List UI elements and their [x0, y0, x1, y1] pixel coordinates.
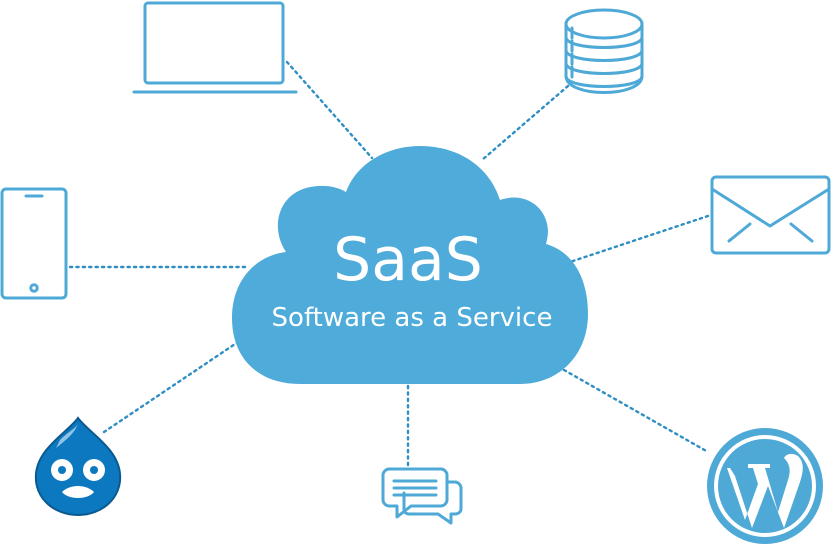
envelope-icon — [710, 175, 831, 255]
cloud-title: SaaS — [333, 225, 483, 295]
laptop-icon — [132, 1, 298, 94]
connector-drupal — [102, 340, 240, 434]
connector-laptop — [285, 60, 374, 160]
connector-database — [480, 84, 570, 162]
wordpress-logo-icon — [707, 428, 823, 544]
chat-bubbles-icon — [381, 467, 463, 525]
cloud-subtitle: Software as a Service — [272, 303, 553, 333]
drupal-logo-icon — [34, 416, 122, 517]
database-icon — [564, 8, 644, 94]
connectors — [68, 60, 710, 468]
mobile-phone-icon — [0, 187, 68, 300]
connector-wordpress — [562, 368, 710, 454]
connector-envelope — [568, 214, 710, 264]
cloud-shape — [232, 146, 588, 384]
saas-cloud: SaaS Software as a Service — [232, 146, 588, 384]
